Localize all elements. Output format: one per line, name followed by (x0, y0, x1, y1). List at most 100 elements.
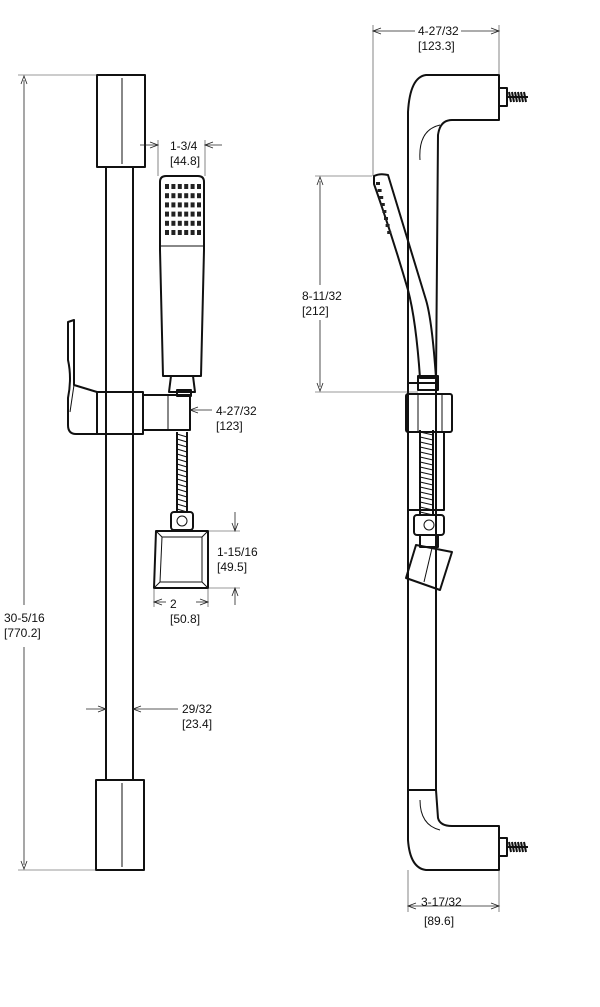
hose-coil (176, 433, 188, 438)
lower-wall-bracket (407, 789, 500, 871)
screw-thread (523, 91, 527, 103)
slider-holder (96, 389, 192, 435)
screw-thread (514, 841, 518, 853)
spray-nozzle (165, 230, 169, 235)
spray-nozzle (197, 193, 201, 199)
hose-nut-side (413, 514, 445, 548)
spray-nozzle-side-dot (382, 210, 387, 213)
hose-coil (176, 493, 188, 498)
hose-coil (419, 496, 434, 501)
screw-thread (511, 91, 515, 103)
handshower-side (373, 173, 439, 391)
spray-nozzle (165, 184, 169, 189)
spray-nozzle (197, 184, 201, 189)
spray-nozzle-side-dot (385, 224, 390, 227)
spray-nozzle (184, 211, 189, 217)
dimension-bar-diameter: 29/32 [23.4] (86, 702, 212, 731)
hose-coil (419, 491, 434, 496)
dimension-handshower-length: 8-11/32 [212] (302, 175, 418, 393)
hose-coil (176, 478, 188, 483)
wall-outlet-side (405, 544, 453, 591)
spray-nozzle (165, 211, 169, 217)
holder-projection-fraction: 4-27/32 (216, 404, 257, 418)
hose-side (419, 430, 434, 516)
spray-nozzle (177, 220, 182, 226)
hose-coil (419, 486, 434, 491)
spray-nozzle (197, 211, 201, 217)
bar-diameter-metric: [23.4] (182, 717, 212, 731)
spray-nozzle (184, 202, 189, 208)
side-view: 4-27/32 [123.3] 8-11/32 [212] 3-17/32 [8… (302, 24, 528, 928)
handshower-width-metric: [44.8] (170, 154, 200, 168)
overall-height-metric: [770.2] (4, 626, 41, 640)
hose-coil (419, 461, 434, 466)
outlet-width-fraction: 2 (170, 597, 177, 611)
wall-projection-fraction: 4-27/32 (418, 24, 459, 38)
spray-nozzle (171, 230, 176, 235)
spray-nozzle (190, 193, 195, 199)
spray-nozzle (177, 202, 182, 208)
hose-coil (176, 443, 188, 448)
hose-coil (176, 483, 188, 488)
spray-nozzle-side-dot (384, 217, 388, 220)
outlet-width-metric: [50.8] (170, 612, 200, 626)
spray-nozzle (184, 184, 189, 189)
hose-coil-pattern-side (419, 431, 434, 516)
spray-nozzle (197, 230, 201, 235)
spray-nozzle-side-dot (377, 189, 382, 192)
handshower-length-metric: [212] (302, 304, 329, 318)
hose-coil (419, 456, 434, 461)
wall-projection-metric: [123.3] (418, 39, 455, 53)
overall-height-fraction: 30-5/16 (4, 611, 45, 625)
wall-outlet-front (153, 530, 209, 589)
dimension-wall-projection: 4-27/32 [123.3] (371, 24, 501, 176)
spray-nozzle-side-dot (387, 231, 392, 234)
spray-nozzle (171, 220, 176, 226)
hose-coil (419, 481, 434, 486)
hose-coil (176, 463, 188, 468)
spray-nozzle-side (376, 182, 392, 234)
spray-nozzle-grid (165, 184, 201, 235)
spray-nozzle (197, 220, 201, 226)
hose-coil (176, 488, 188, 493)
top-end-cap (96, 74, 146, 168)
screw-thread (520, 91, 524, 103)
spray-nozzle (171, 211, 176, 217)
screw-thread (517, 91, 521, 103)
lever-handle (67, 319, 98, 435)
outlet-height-fraction: 1-15/16 (217, 545, 258, 559)
dimension-handshower-width: 1-3/4 [44.8] (140, 139, 222, 176)
bottom-end-cap (95, 779, 145, 871)
spray-nozzle (177, 230, 182, 235)
handshower-length-fraction: 8-11/32 (302, 289, 342, 303)
slide-bar (105, 167, 134, 780)
hose-coil (419, 476, 434, 481)
hose-coil (176, 503, 188, 508)
spray-nozzle (171, 202, 176, 208)
screw-thread (514, 91, 518, 103)
hose-coil (176, 448, 188, 453)
spray-nozzle (177, 211, 182, 217)
dimension-outlet-height: 1-15/16 [49.5] (208, 512, 258, 605)
upper-wall-bracket (407, 74, 500, 384)
hose-coil (176, 453, 188, 458)
spray-nozzle (184, 220, 189, 226)
hose-front (176, 432, 188, 513)
spray-nozzle (165, 193, 169, 199)
dimension-holder-projection: 4-27/32 [123] (188, 404, 257, 433)
spray-nozzle (171, 193, 176, 199)
spray-nozzle (190, 220, 195, 226)
hose-coil (176, 498, 188, 503)
hose-coil (419, 431, 434, 436)
hose-coil (419, 436, 434, 441)
hose-coil (176, 473, 188, 478)
spray-nozzle (184, 193, 189, 199)
spray-nozzle (197, 202, 201, 208)
hose-coil (176, 458, 188, 463)
dimension-overall-height: 30-5/16 [770.2] (4, 74, 97, 871)
screw-thread (511, 841, 515, 853)
spray-nozzle (190, 184, 195, 189)
holder-projection-metric: [123] (216, 419, 243, 433)
spray-nozzle (190, 202, 195, 208)
